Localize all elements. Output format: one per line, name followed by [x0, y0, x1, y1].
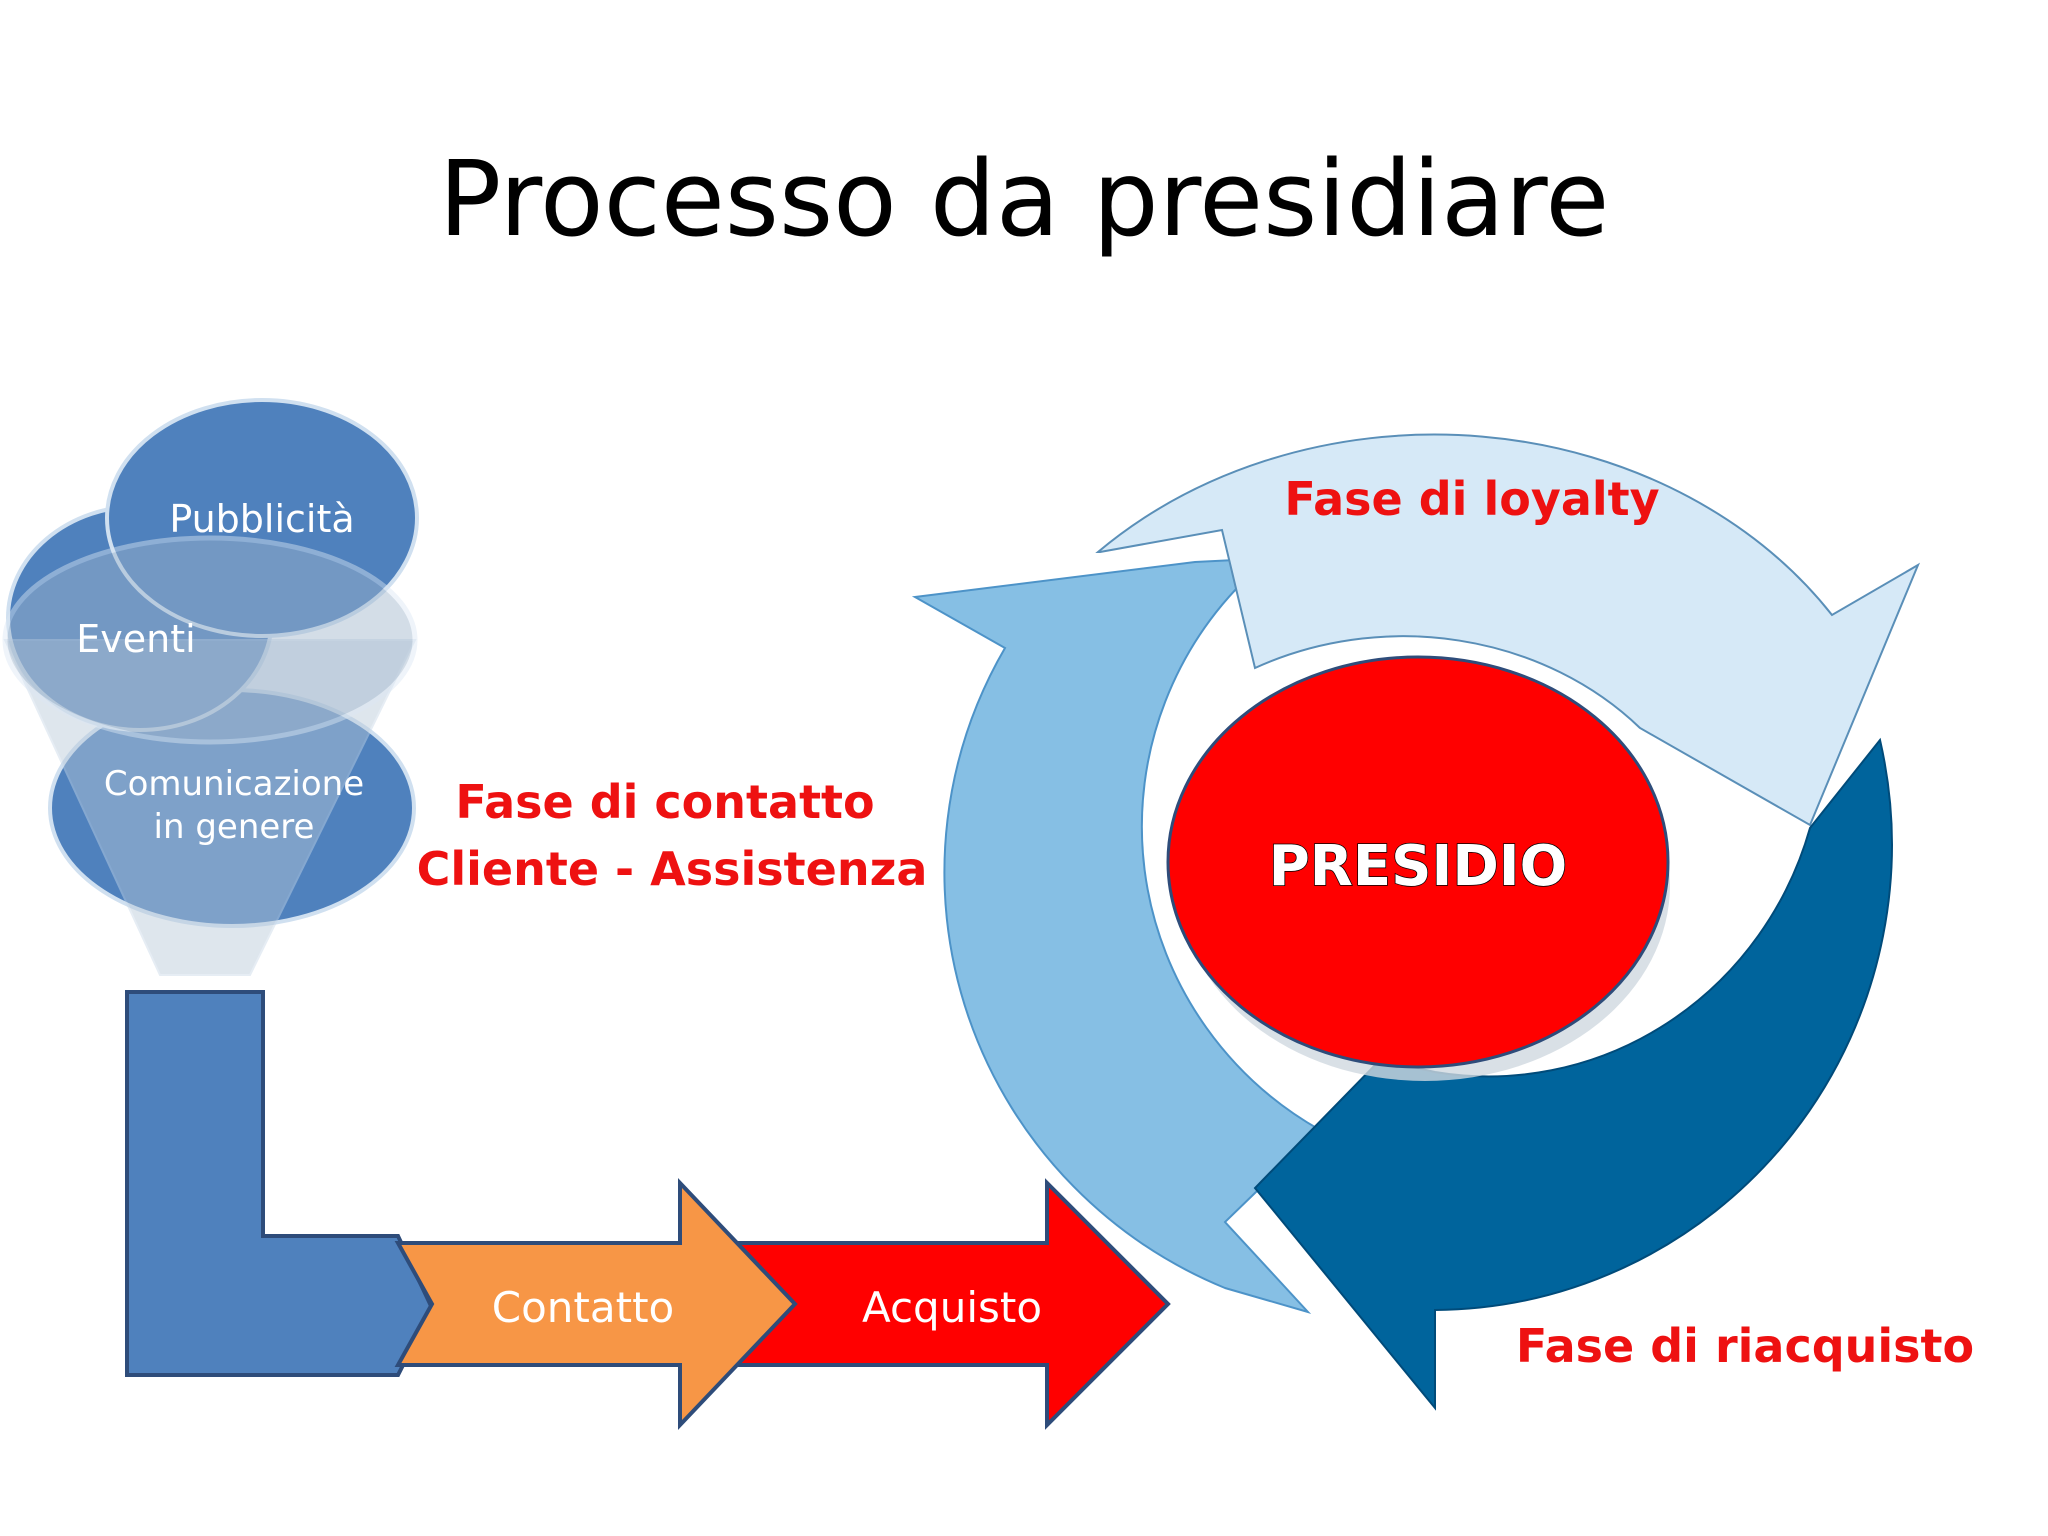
funnel-connector — [125, 990, 435, 1377]
slide-title: Processo da presidiare — [439, 138, 1610, 260]
phase-contatto-line1: Fase di contatto — [455, 775, 874, 829]
phase-loyalty: Fase di loyalty — [1284, 472, 1659, 526]
funnel-shape — [3, 639, 417, 976]
funnel-diagram: Pubblicità Eventi Comunicazione in gener… — [2, 398, 419, 976]
phase-contatto-line2: Cliente - Assistenza — [417, 842, 928, 896]
cycle-diagram: PRESIDIO — [911, 433, 1921, 1411]
arrow-contatto — [394, 1177, 798, 1431]
cycle-arrow-top — [1095, 433, 1921, 827]
funnel-item-pubblicita: Pubblicità — [169, 497, 354, 541]
funnel-item-comunicazione: Comunicazione — [104, 764, 364, 804]
circle-pubblicita — [105, 398, 419, 638]
cycle-arrow-bottom — [1253, 737, 1893, 1411]
step-acquisto-label: Acquisto — [862, 1283, 1042, 1332]
presidio-label: PRESIDIO — [1269, 834, 1568, 899]
phase-riacquisto: Fase di riacquisto — [1516, 1319, 1974, 1373]
funnel-rim — [2, 535, 418, 745]
step-contatto-label: Contatto — [492, 1283, 674, 1332]
funnel-item-eventi: Eventi — [76, 617, 195, 661]
arrow-acquisto — [733, 1178, 1171, 1430]
presidio-circle — [1166, 655, 1670, 1069]
funnel-item-in-genere: in genere — [154, 807, 315, 847]
cycle-arrow-left — [911, 558, 1322, 1314]
